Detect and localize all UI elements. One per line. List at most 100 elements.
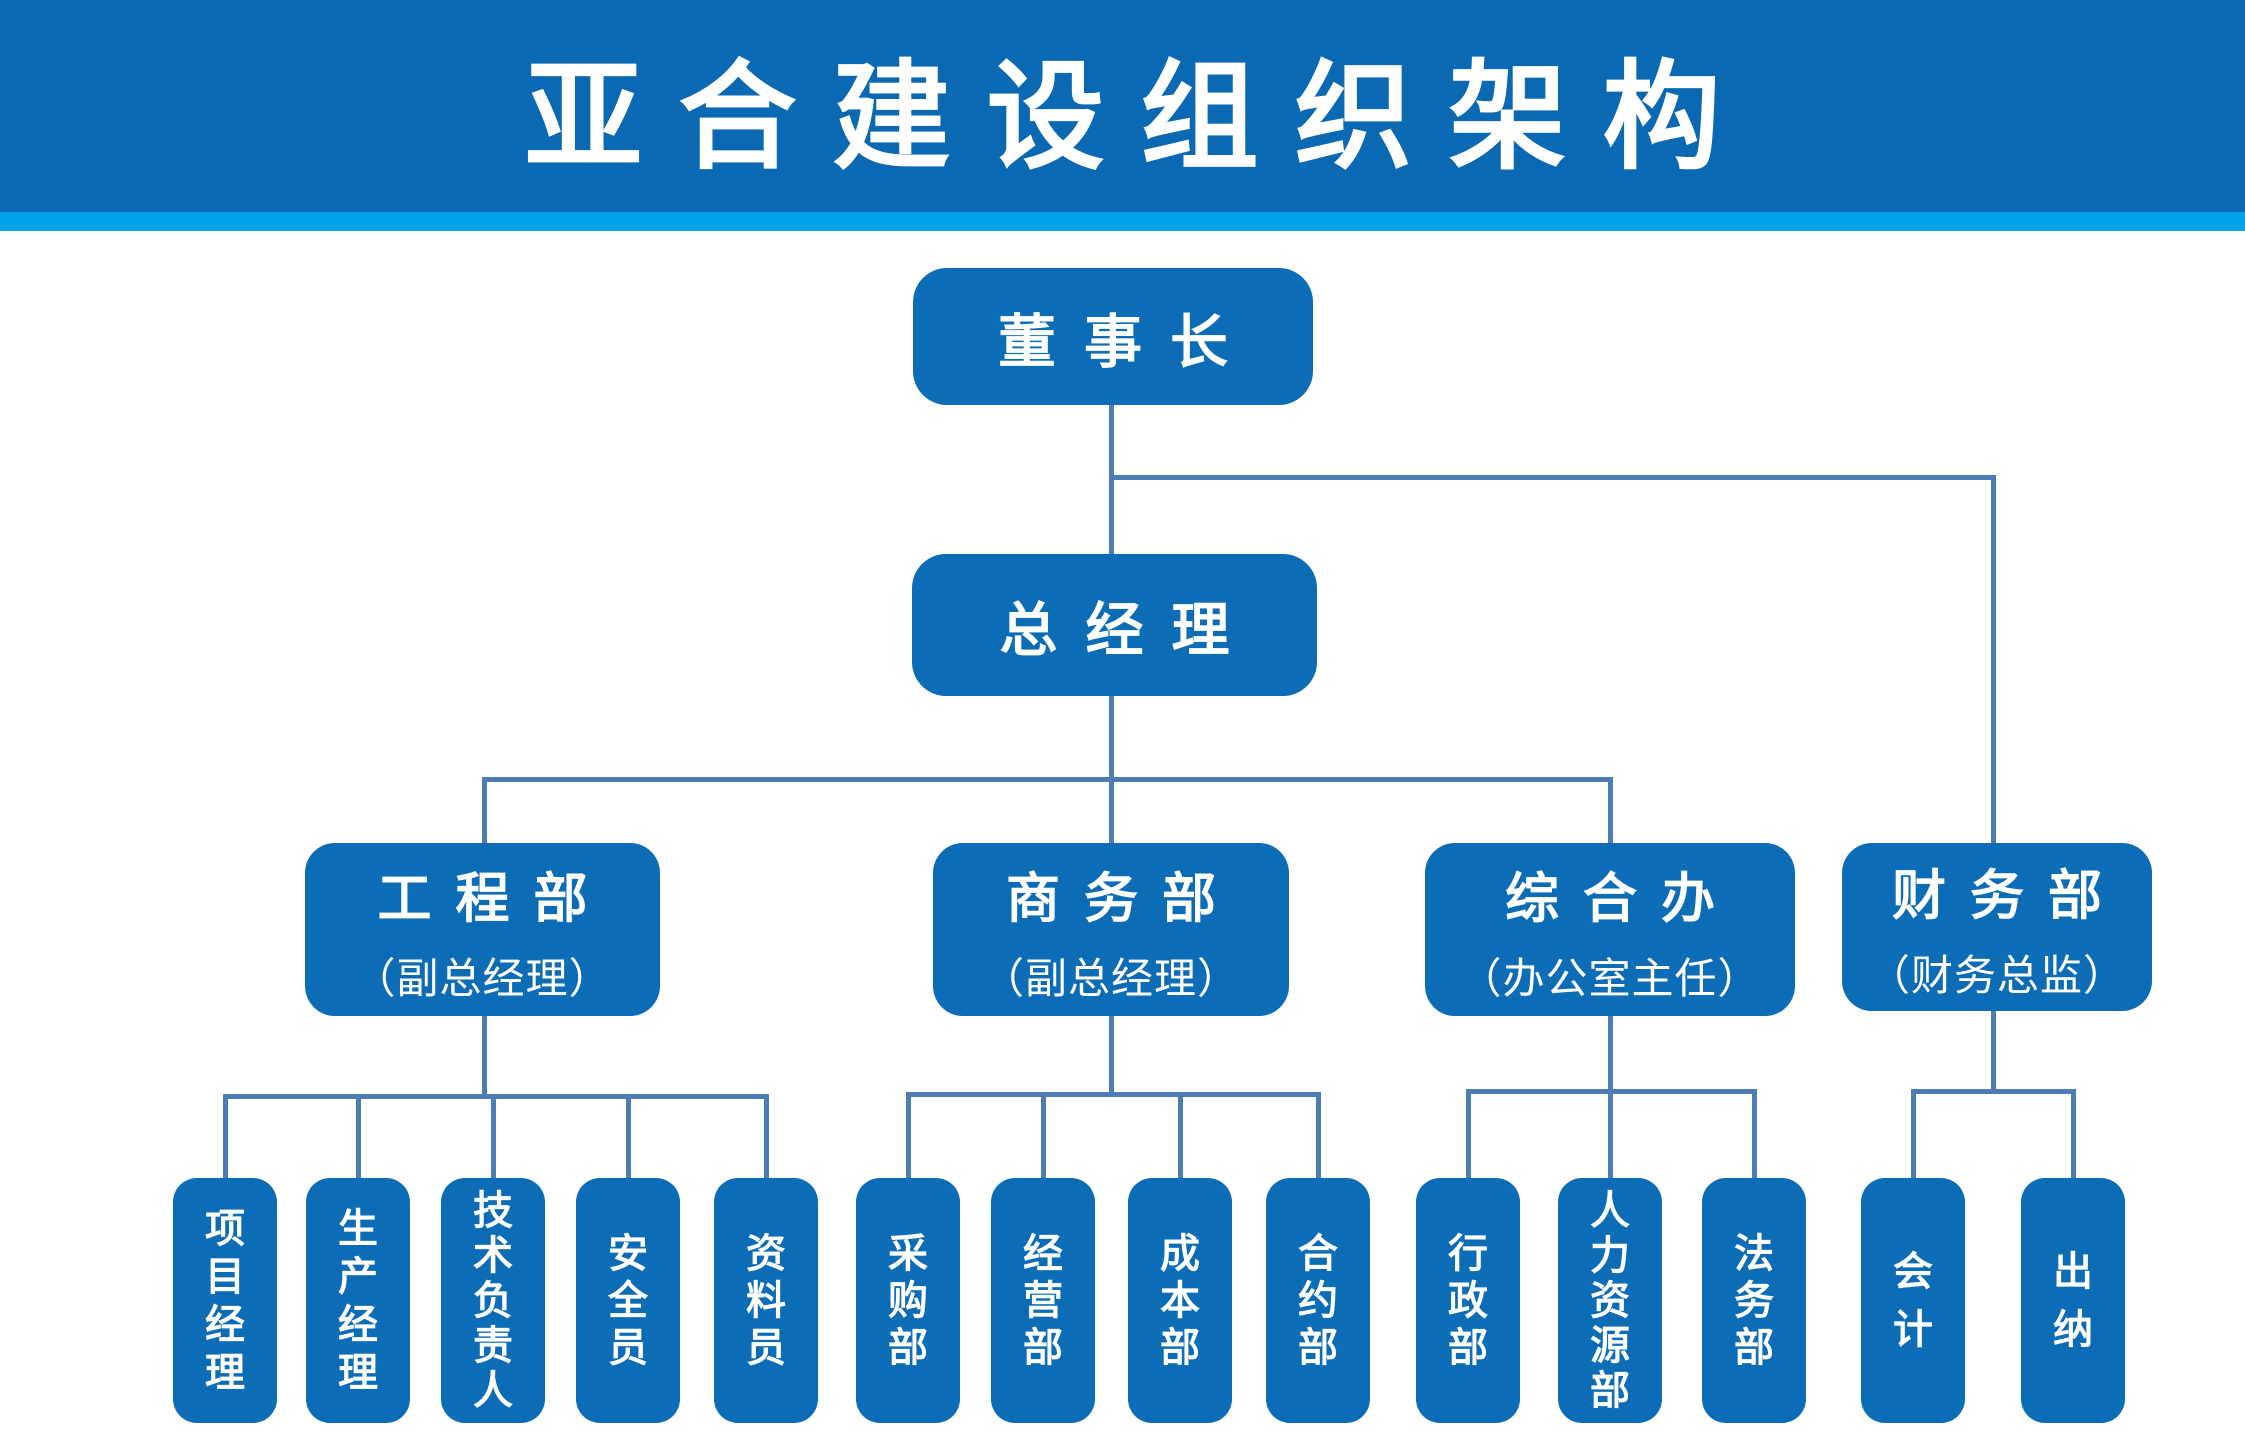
node-label-char: 营 xyxy=(1023,1278,1063,1323)
page-title: 亚合建设组织架构 xyxy=(524,51,1757,184)
node-label-char: 部 xyxy=(1298,1325,1338,1370)
connector-line xyxy=(482,1016,487,1098)
node-label-char: 经 xyxy=(205,1302,245,1347)
node-label-char: 源 xyxy=(1590,1323,1630,1368)
node-label-char: 员 xyxy=(608,1325,648,1370)
node-label-char: 理 xyxy=(205,1350,245,1395)
node-label-char: 目 xyxy=(205,1254,245,1299)
header-band: 亚合建设组织架构 xyxy=(0,0,2245,212)
node-cashier: 出纳 xyxy=(2021,1178,2125,1423)
node-production-manager: 生产经理 xyxy=(306,1178,410,1423)
node-label-char: 政 xyxy=(1448,1278,1488,1323)
node-dept-finance: 财务部 （财务总监） xyxy=(1842,843,2152,1011)
node-project-manager: 项目经理 xyxy=(173,1178,277,1423)
node-label: 总经理 xyxy=(999,598,1258,663)
node-label-char: 资 xyxy=(746,1231,786,1276)
node-legal-dept: 法务部 xyxy=(1702,1178,1806,1423)
node-label-char: 项 xyxy=(205,1206,245,1251)
connector-line xyxy=(2071,1089,2076,1178)
header-accent-strip xyxy=(0,212,2245,231)
connector-line xyxy=(491,1094,496,1178)
connector-line xyxy=(1608,1089,1613,1178)
node-label: 董事长 xyxy=(997,309,1256,375)
node-accountant: 会计 xyxy=(1861,1178,1965,1423)
node-label: 商务部 xyxy=(1006,868,1240,929)
node-general-manager: 总经理 xyxy=(912,554,1317,696)
connector-line xyxy=(1911,1089,1916,1178)
connector-line xyxy=(1466,1089,1471,1178)
node-label-char: 成 xyxy=(1160,1231,1200,1276)
node-label-char: 会 xyxy=(1893,1249,1933,1294)
connector-line xyxy=(1316,1092,1321,1178)
node-label-char: 购 xyxy=(888,1278,928,1323)
node-label-char: 部 xyxy=(888,1325,928,1370)
node-label-char: 力 xyxy=(1590,1233,1630,1278)
node-label-char: 资 xyxy=(1590,1278,1630,1323)
connector-line xyxy=(1109,777,1114,845)
node-label-char: 部 xyxy=(1734,1325,1774,1370)
connector-line xyxy=(906,1092,911,1178)
connector-line xyxy=(223,1094,228,1178)
node-label-char: 负 xyxy=(473,1278,513,1323)
connector-line xyxy=(482,777,487,845)
connector-line xyxy=(626,1094,631,1178)
node-label-char: 人 xyxy=(473,1368,513,1413)
node-contract-dept: 合约部 xyxy=(1266,1178,1370,1423)
node-label-char: 料 xyxy=(746,1278,786,1323)
connector-line xyxy=(1752,1089,1757,1178)
node-label-char: 部 xyxy=(1160,1325,1200,1370)
node-label-char: 产 xyxy=(338,1254,378,1299)
node-label-char: 合 xyxy=(1298,1231,1338,1276)
connector-line xyxy=(1991,475,1996,845)
node-label-char: 经 xyxy=(1023,1231,1063,1276)
node-dept-commerce: 商务部 （副总经理） xyxy=(933,843,1289,1016)
node-label-char: 部 xyxy=(1590,1368,1630,1413)
connector-line xyxy=(1608,1016,1613,1093)
connector-line xyxy=(1109,696,1114,781)
node-label-char: 本 xyxy=(1160,1278,1200,1323)
connector-line xyxy=(1991,1011,1996,1093)
node-label-char: 约 xyxy=(1298,1278,1338,1323)
node-label-char: 人 xyxy=(1590,1188,1630,1233)
connector-line xyxy=(1041,1092,1046,1178)
node-label-char: 部 xyxy=(1023,1325,1063,1370)
node-operations-dept: 经营部 xyxy=(991,1178,1095,1423)
connector-line xyxy=(1109,1016,1114,1096)
node-document-clerk: 资料员 xyxy=(714,1178,818,1423)
node-subtitle: （副总经理） xyxy=(981,954,1240,1002)
connector-line xyxy=(1911,1089,2075,1094)
node-administration-dept: 行政部 xyxy=(1416,1178,1520,1423)
node-label-char: 理 xyxy=(338,1350,378,1395)
node-subtitle: （财务总监） xyxy=(1867,952,2126,999)
node-label-char: 法 xyxy=(1734,1231,1774,1276)
node-label: 工程部 xyxy=(377,868,612,929)
node-dept-general-office: 综合办 （办公室主任） xyxy=(1425,843,1795,1016)
node-label-char: 行 xyxy=(1448,1231,1488,1276)
node-chairman: 董事长 xyxy=(913,268,1313,405)
node-procurement-dept: 采购部 xyxy=(856,1178,960,1423)
connector-line xyxy=(356,1094,361,1178)
connector-line xyxy=(906,1092,1320,1097)
node-safety-officer: 安全员 xyxy=(576,1178,680,1423)
node-label-char: 计 xyxy=(1893,1307,1933,1352)
node-label-char: 安 xyxy=(608,1231,648,1276)
connector-line xyxy=(1178,1092,1183,1178)
node-label-char: 生 xyxy=(338,1206,378,1251)
node-label-char: 技 xyxy=(473,1188,513,1233)
connector-line xyxy=(764,1094,769,1178)
node-dept-engineering: 工程部 （副总经理） xyxy=(305,843,660,1016)
node-label-char: 纳 xyxy=(2053,1307,2093,1352)
node-label-char: 采 xyxy=(888,1231,928,1276)
node-label-char: 部 xyxy=(1448,1325,1488,1370)
node-label: 财务部 xyxy=(1892,866,2126,926)
node-label-char: 术 xyxy=(473,1233,513,1278)
node-subtitle: （办公室主任） xyxy=(1459,954,1761,1002)
connector-line xyxy=(482,777,1613,782)
node-label-char: 员 xyxy=(746,1325,786,1370)
node-label-char: 出 xyxy=(2053,1249,2093,1294)
node-label: 综合办 xyxy=(1505,868,1739,929)
node-label-char: 经 xyxy=(338,1302,378,1347)
node-cost-dept: 成本部 xyxy=(1128,1178,1232,1423)
node-label-char: 务 xyxy=(1734,1278,1774,1323)
